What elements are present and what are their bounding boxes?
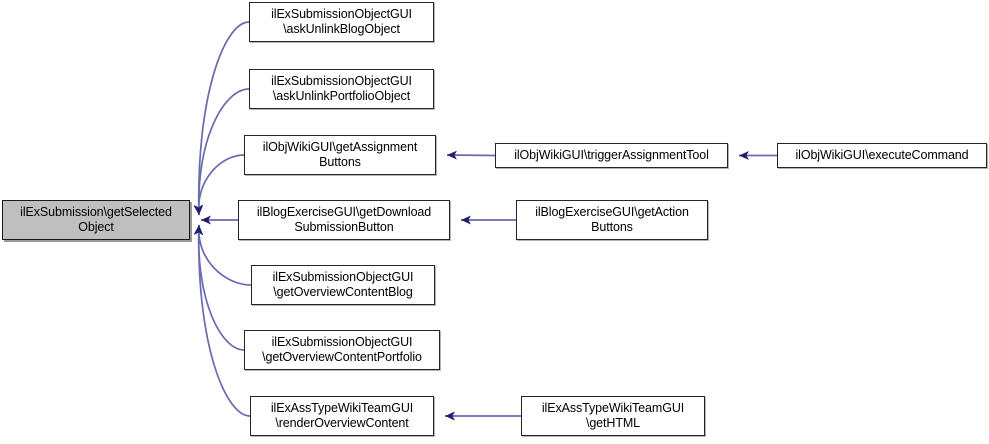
graph-edge bbox=[194, 88, 250, 216]
graph-node-label: ilExSubmission\getSelected Object bbox=[20, 205, 172, 234]
graph-edge bbox=[194, 224, 251, 417]
graph-node[interactable]: ilExAssTypeWikiTeamGUI \getHTML bbox=[521, 396, 705, 436]
graph-node[interactable]: ilBlogExerciseGUI\getAction Buttons bbox=[516, 200, 708, 240]
graph-node-label: ilExSubmissionObjectGUI \askUnlinkBlogOb… bbox=[271, 7, 412, 36]
graph-node-label: ilExAssTypeWikiTeamGUI \getHTML bbox=[541, 401, 685, 430]
graph-node[interactable]: ilObjWikiGUI\executeCommand bbox=[777, 143, 987, 168]
graph-node[interactable]: ilObjWikiGUI\triggerAssignmentTool bbox=[495, 143, 728, 168]
graph-edge bbox=[194, 224, 245, 351]
graph-node[interactable]: ilExSubmissionObjectGUI \getOverviewCont… bbox=[251, 265, 435, 305]
graph-node-label: ilExSubmissionObjectGUI \getOverviewCont… bbox=[272, 270, 414, 299]
graph-node-current[interactable]: ilExSubmission\getSelected Object bbox=[2, 200, 190, 240]
graph-node[interactable]: ilBlogExerciseGUI\getDownload Submission… bbox=[238, 200, 450, 240]
graph-node-label: ilExAssTypeWikiTeamGUI \renderOverviewCo… bbox=[270, 401, 414, 430]
graph-edge bbox=[194, 21, 250, 216]
graph-node-label: ilObjWikiGUI\triggerAssignmentTool bbox=[514, 148, 709, 162]
graph-node-label: ilExSubmissionObjectGUI \askUnlinkPortfo… bbox=[271, 74, 412, 103]
graph-node[interactable]: ilExAssTypeWikiTeamGUI \renderOverviewCo… bbox=[250, 396, 434, 436]
graph-node[interactable]: ilExSubmissionObjectGUI \getOverviewCont… bbox=[244, 330, 440, 370]
graph-node[interactable]: ilExSubmissionObjectGUI \askUnlinkPortfo… bbox=[249, 69, 434, 109]
graph-node[interactable]: ilObjWikiGUI\getAssignment Buttons bbox=[244, 135, 436, 175]
graph-node-label: ilObjWikiGUI\getAssignment Buttons bbox=[262, 140, 418, 169]
graph-node-label: ilExSubmissionObjectGUI \getOverviewCont… bbox=[262, 335, 422, 364]
graph-node-label: ilBlogExerciseGUI\getDownload Submission… bbox=[256, 205, 432, 234]
graph-node-label: ilObjWikiGUI\executeCommand bbox=[795, 148, 969, 162]
graph-edge bbox=[446, 150, 496, 160]
graph-node-label: ilBlogExerciseGUI\getAction Buttons bbox=[535, 205, 689, 234]
graph-node[interactable]: ilExSubmissionObjectGUI \askUnlinkBlogOb… bbox=[249, 2, 434, 42]
